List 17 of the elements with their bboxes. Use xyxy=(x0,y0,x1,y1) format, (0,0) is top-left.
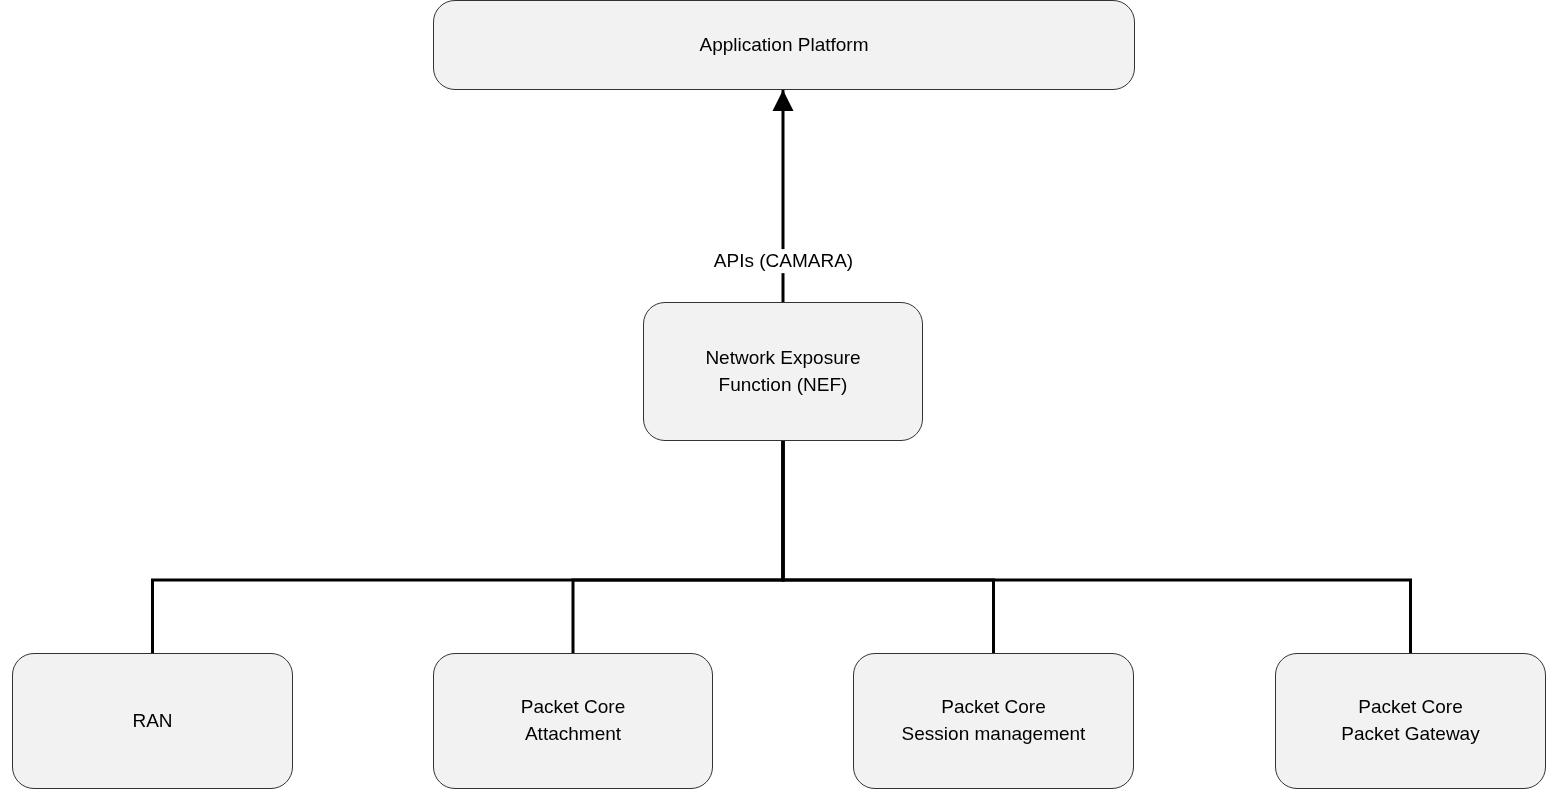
box-label: Packet Core xyxy=(941,695,1046,720)
connector xyxy=(781,441,1412,653)
box-label: Packet Core xyxy=(520,695,626,720)
rounded-box xyxy=(433,653,713,789)
rounded-box xyxy=(12,653,293,789)
connector xyxy=(772,90,794,302)
box-label: Network Exposure Function (NEF) xyxy=(704,345,862,397)
box-label: Packet Gateway xyxy=(1341,722,1480,746)
box-label: Session management xyxy=(901,722,1086,746)
box-label: Attachment xyxy=(524,722,622,746)
rounded-box xyxy=(643,302,923,441)
box-label: Application Platform xyxy=(699,32,869,57)
box-label: Packet Core xyxy=(1358,695,1463,720)
rounded-box xyxy=(433,0,1135,90)
rounded-box xyxy=(1275,653,1546,789)
rounded-box xyxy=(853,653,1134,789)
box-label: RAN xyxy=(132,708,173,733)
